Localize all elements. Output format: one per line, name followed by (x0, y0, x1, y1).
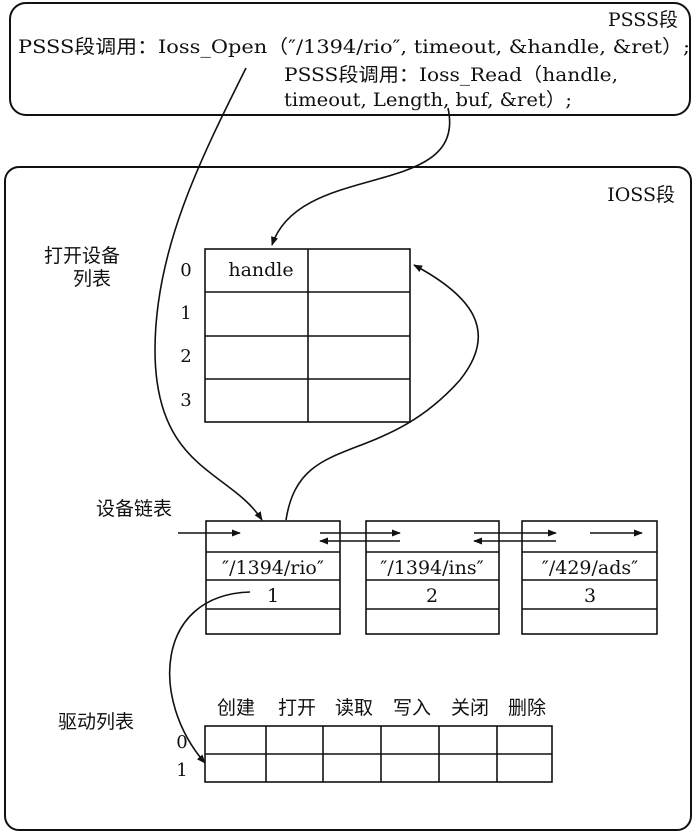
device-node-1 (205, 520, 341, 635)
driver-table-row-index-1: 1 (176, 760, 187, 781)
device-node-3-index: 3 (584, 585, 596, 607)
read-call-to-handle-arrow (271, 107, 451, 246)
open-table-row-index-2: 2 (180, 346, 191, 367)
driver-table-row-index-0: 0 (176, 732, 187, 753)
driver-column-close: 关闭 (451, 697, 489, 719)
driver-column-create: 创建 (217, 697, 255, 719)
driver-column-open: 打开 (278, 697, 316, 719)
open-table-label-line2: 列表 (73, 268, 111, 290)
psss-read-call-line2: timeout, Length, buf, &ret）; (284, 89, 572, 111)
device-node-3 (521, 520, 658, 635)
device-list-label: 设备链表 (96, 498, 172, 520)
open-device-table (204, 248, 411, 423)
psss-segment-box (9, 2, 691, 116)
driver-column-read: 读取 (335, 697, 373, 719)
open-table-cell-handle: handle (228, 259, 293, 281)
device-node-1-name: ″/1394/rio″ (222, 557, 324, 579)
psss-read-call-line1: PSSS段调用：Ioss_Read（handle, (284, 64, 618, 86)
open-call-to-device-list-arrow (154, 67, 263, 521)
psss-title: PSSS段 (608, 9, 678, 31)
driver-table-label: 驱动列表 (58, 711, 134, 733)
driver-column-delete: 删除 (508, 697, 546, 719)
device-node-to-open-table-arrow (285, 264, 479, 521)
driver-column-write: 写入 (393, 697, 431, 719)
device-index-to-driver-table-arrow (168, 591, 251, 764)
ioss-title: IOSS段 (607, 184, 675, 206)
device-node-2-index: 2 (426, 585, 438, 607)
device-node-3-name: ″/429/ads″ (542, 557, 639, 579)
device-node-2 (365, 520, 500, 635)
driver-table (204, 725, 553, 783)
open-table-label-line1: 打开设备 (44, 245, 120, 267)
open-table-row-index-0: 0 (180, 260, 191, 281)
open-table-row-index-1: 1 (180, 303, 191, 324)
psss-open-call: PSSS段调用：Ioss_Open（″/1394/rio″, timeout, … (18, 36, 690, 58)
device-node-1-index: 1 (267, 585, 279, 607)
open-table-row-index-3: 3 (180, 390, 191, 411)
ioss-segment-box (4, 166, 692, 831)
device-node-2-name: ″/1394/ins″ (380, 557, 483, 579)
